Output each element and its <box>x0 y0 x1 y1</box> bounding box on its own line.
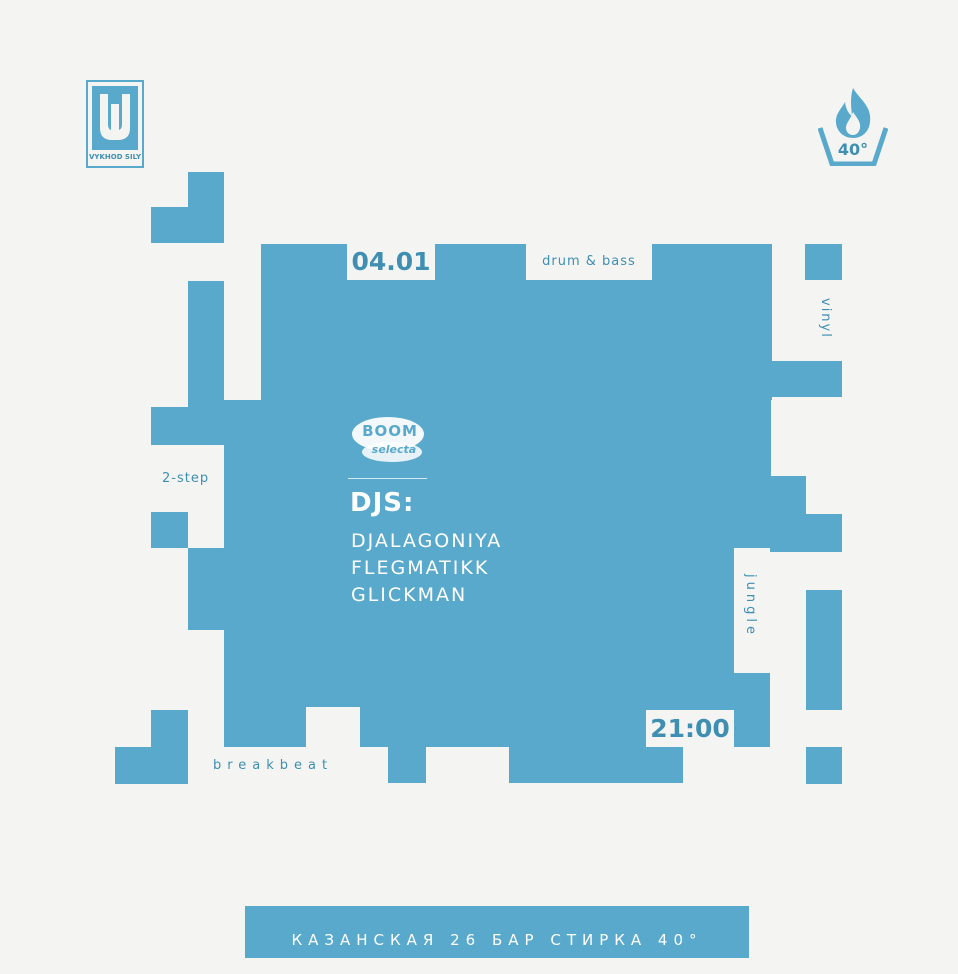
genre-dnb-box: drum & bass <box>526 244 652 280</box>
dj-name: DJALAGONIYA <box>351 530 503 552</box>
genre-jungle-box: jungle <box>734 552 770 673</box>
footer-address: КАЗАНСКАЯ 26 БАР СТИРКА 40° <box>291 931 703 949</box>
stirka-40-logo: 40° <box>817 86 889 167</box>
vykhod-sily-logo-icon <box>86 80 144 168</box>
selecta-logo-text: selecta <box>371 443 417 456</box>
djs-heading: DJS: <box>350 488 415 518</box>
genre-2-step: 2-step <box>162 471 210 486</box>
boom-logo-text: BOOM <box>362 422 418 440</box>
footer-address-bar: КАЗАНСКАЯ 26 БАР СТИРКА 40° <box>245 906 749 958</box>
dj-name: GLICKMAN <box>351 584 468 606</box>
vykhod-sily-logo-text: VYKHOD SILY <box>88 153 142 161</box>
boom-selecta-logo-icon <box>352 417 424 462</box>
stirka-40-logo-text: 40° <box>837 140 869 159</box>
date-box: 04.01 <box>347 244 435 280</box>
vykhod-sily-logo: VYKHOD SILY <box>86 80 144 168</box>
event-date: 04.01 <box>351 247 431 276</box>
dj-name: FLEGMATIKK <box>351 557 490 579</box>
time-box: 21:00 <box>646 710 734 747</box>
genre-vinyl-box: vinyl <box>805 280 842 361</box>
event-time: 21:00 <box>650 714 730 743</box>
boom-selecta-logo: BOOM selecta <box>346 410 430 466</box>
flame-icon <box>817 88 889 167</box>
genre-breakbeat: breakbeat <box>213 758 334 773</box>
genre-drum-and-bass: drum & bass <box>542 254 636 269</box>
genre-jungle: jungle <box>743 574 758 638</box>
genre-vinyl: vinyl <box>818 298 833 339</box>
logo-divider <box>348 478 427 479</box>
